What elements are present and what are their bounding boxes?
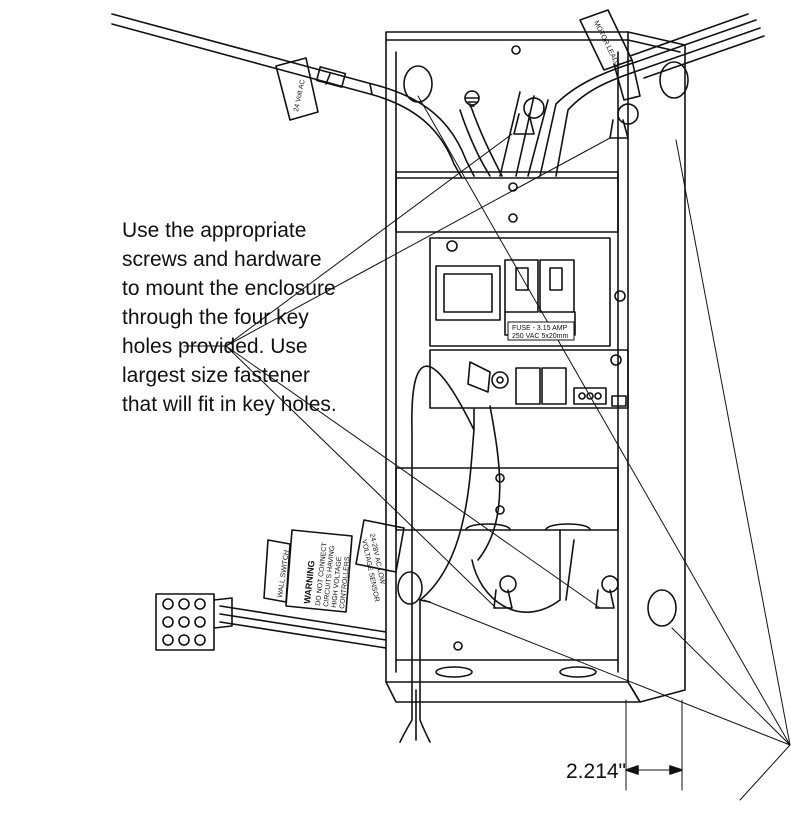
instruction-line: screws and hardware xyxy=(122,248,322,271)
enclosure-side-wall xyxy=(627,31,686,703)
wall-switch-harness xyxy=(219,605,387,649)
mounting-instructions: Use the appropriate screws and hardware … xyxy=(122,216,337,419)
key-hole-upper-right xyxy=(609,103,639,139)
relay-board xyxy=(429,237,611,347)
left-cable xyxy=(111,13,475,177)
instruction-line: Use the appropriate xyxy=(122,219,307,242)
connector-block xyxy=(155,593,215,651)
instruction-line: that will fit in key holes. xyxy=(122,393,337,416)
conduit-loop xyxy=(411,365,475,641)
key-hole-upper-left xyxy=(513,97,545,135)
controller-board xyxy=(429,349,629,409)
warning-title: WARNING xyxy=(302,560,316,604)
right-cable xyxy=(629,13,765,79)
callout-leader-lines xyxy=(183,133,611,609)
key-hole-lower-left xyxy=(493,575,517,609)
instruction-line: holes provided. Use xyxy=(122,335,308,358)
left-tag xyxy=(275,57,319,121)
dimension-lines xyxy=(625,699,683,791)
lower-bracket xyxy=(395,467,619,531)
low-voltage-tag xyxy=(355,519,405,573)
upper-bracket xyxy=(395,171,619,233)
instruction-line: through the four key xyxy=(122,306,309,329)
key-hole-lower-right xyxy=(595,575,619,609)
fuse-label-line1: FUSE - 3.15 AMP xyxy=(512,325,568,332)
left-tag-text: 24 Volt AC xyxy=(293,79,307,112)
wall-switch-label xyxy=(263,539,291,603)
fuse-label-line2: 250 VAC 5x20mm xyxy=(512,333,568,340)
side-leader-lines xyxy=(417,95,791,801)
instruction-line: largest size fastener xyxy=(122,364,310,387)
sensor-leads xyxy=(399,599,431,743)
instruction-line: to mount the enclosure xyxy=(122,277,336,300)
dimension-label: 2.214" xyxy=(566,760,627,783)
